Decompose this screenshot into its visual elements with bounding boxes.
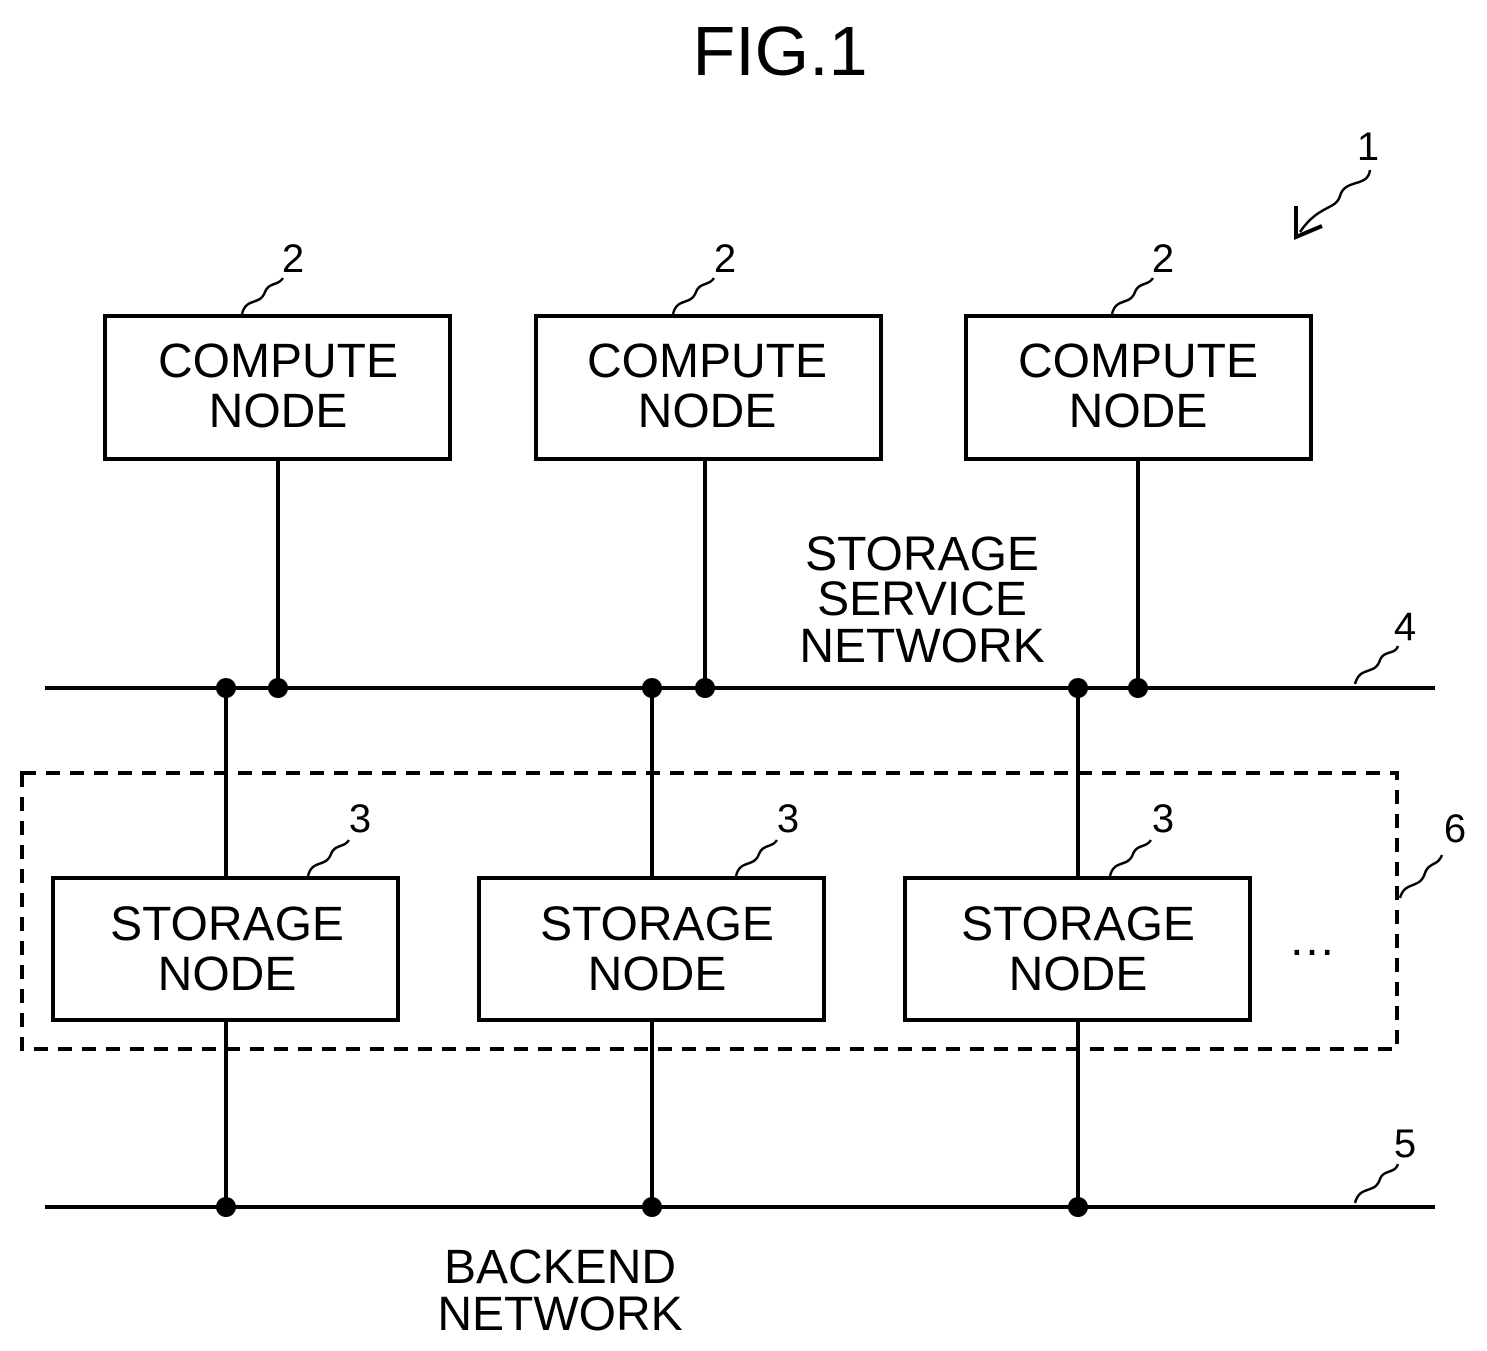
compute-node-3-label-line2: NODE bbox=[1069, 385, 1208, 438]
storage-node-1-label-line2: NODE bbox=[158, 948, 297, 1001]
junction-dot bbox=[642, 1197, 662, 1217]
storage-node-2: STORAGE NODE 3 bbox=[479, 688, 824, 1207]
storage-service-network-ref-leader bbox=[1355, 646, 1398, 684]
storage-node-3-label-line1: STORAGE bbox=[961, 898, 1195, 951]
storage-cluster-ref-leader bbox=[1400, 855, 1442, 898]
storage-node-3-ref: 3 bbox=[1152, 797, 1174, 841]
junction-dot bbox=[1068, 678, 1088, 698]
compute-node-1-ref: 2 bbox=[282, 237, 304, 281]
backend-network-ref: 5 bbox=[1394, 1122, 1416, 1166]
backend-network-label-line2: NETWORK bbox=[437, 1288, 682, 1341]
junction-dot bbox=[268, 678, 288, 698]
storage-node-1-ref: 3 bbox=[349, 797, 371, 841]
backend-network-ref-leader bbox=[1355, 1164, 1398, 1203]
compute-node-1-ref-leader bbox=[242, 278, 283, 314]
storage-node-2-label-line1: STORAGE bbox=[540, 898, 774, 951]
storage-node-3-label-line2: NODE bbox=[1009, 948, 1148, 1001]
junction-dot bbox=[695, 678, 715, 698]
system-ref-label: 1 bbox=[1357, 125, 1379, 169]
junction-dot bbox=[1128, 678, 1148, 698]
storage-node-2-ref-leader bbox=[736, 840, 777, 876]
storage-node-3: STORAGE NODE 3 bbox=[905, 688, 1250, 1207]
junction-dot bbox=[642, 678, 662, 698]
compute-node-2-label-line2: NODE bbox=[638, 385, 777, 438]
backend-network-label-line1: BACKEND bbox=[444, 1241, 676, 1294]
storage-node-2-label-line2: NODE bbox=[588, 948, 727, 1001]
compute-node-1-label-line1: COMPUTE bbox=[158, 335, 398, 388]
compute-node-1-label-line2: NODE bbox=[209, 385, 348, 438]
compute-node-2-ref: 2 bbox=[714, 237, 736, 281]
figure-title: FIG.1 bbox=[692, 12, 867, 90]
junction-dot bbox=[216, 678, 236, 698]
storage-node-2-ref: 3 bbox=[777, 797, 799, 841]
storage-service-network-label-line2: SERVICE bbox=[817, 573, 1027, 626]
more-storage-nodes-ellipsis: … bbox=[1288, 913, 1336, 966]
compute-node-2-label-line1: COMPUTE bbox=[587, 335, 827, 388]
storage-node-1-ref-leader bbox=[308, 840, 349, 876]
compute-node-3-label-line1: COMPUTE bbox=[1018, 335, 1258, 388]
storage-node-1: STORAGE NODE 3 bbox=[53, 688, 398, 1207]
storage-node-3-ref-leader bbox=[1110, 840, 1151, 876]
storage-cluster-ref: 6 bbox=[1444, 807, 1466, 851]
system-ref-leader bbox=[1300, 170, 1370, 232]
junction-dot bbox=[216, 1197, 236, 1217]
compute-node-3-ref-leader bbox=[1112, 278, 1153, 314]
junction-dot bbox=[1068, 1197, 1088, 1217]
compute-node-1: COMPUTE NODE 2 bbox=[105, 237, 450, 688]
compute-node-2-ref-leader bbox=[673, 278, 714, 314]
storage-node-1-label-line1: STORAGE bbox=[110, 898, 344, 951]
compute-node-3-ref: 2 bbox=[1152, 237, 1174, 281]
storage-service-network-ref: 4 bbox=[1394, 605, 1416, 649]
storage-service-network-label-line3: NETWORK bbox=[799, 620, 1044, 673]
